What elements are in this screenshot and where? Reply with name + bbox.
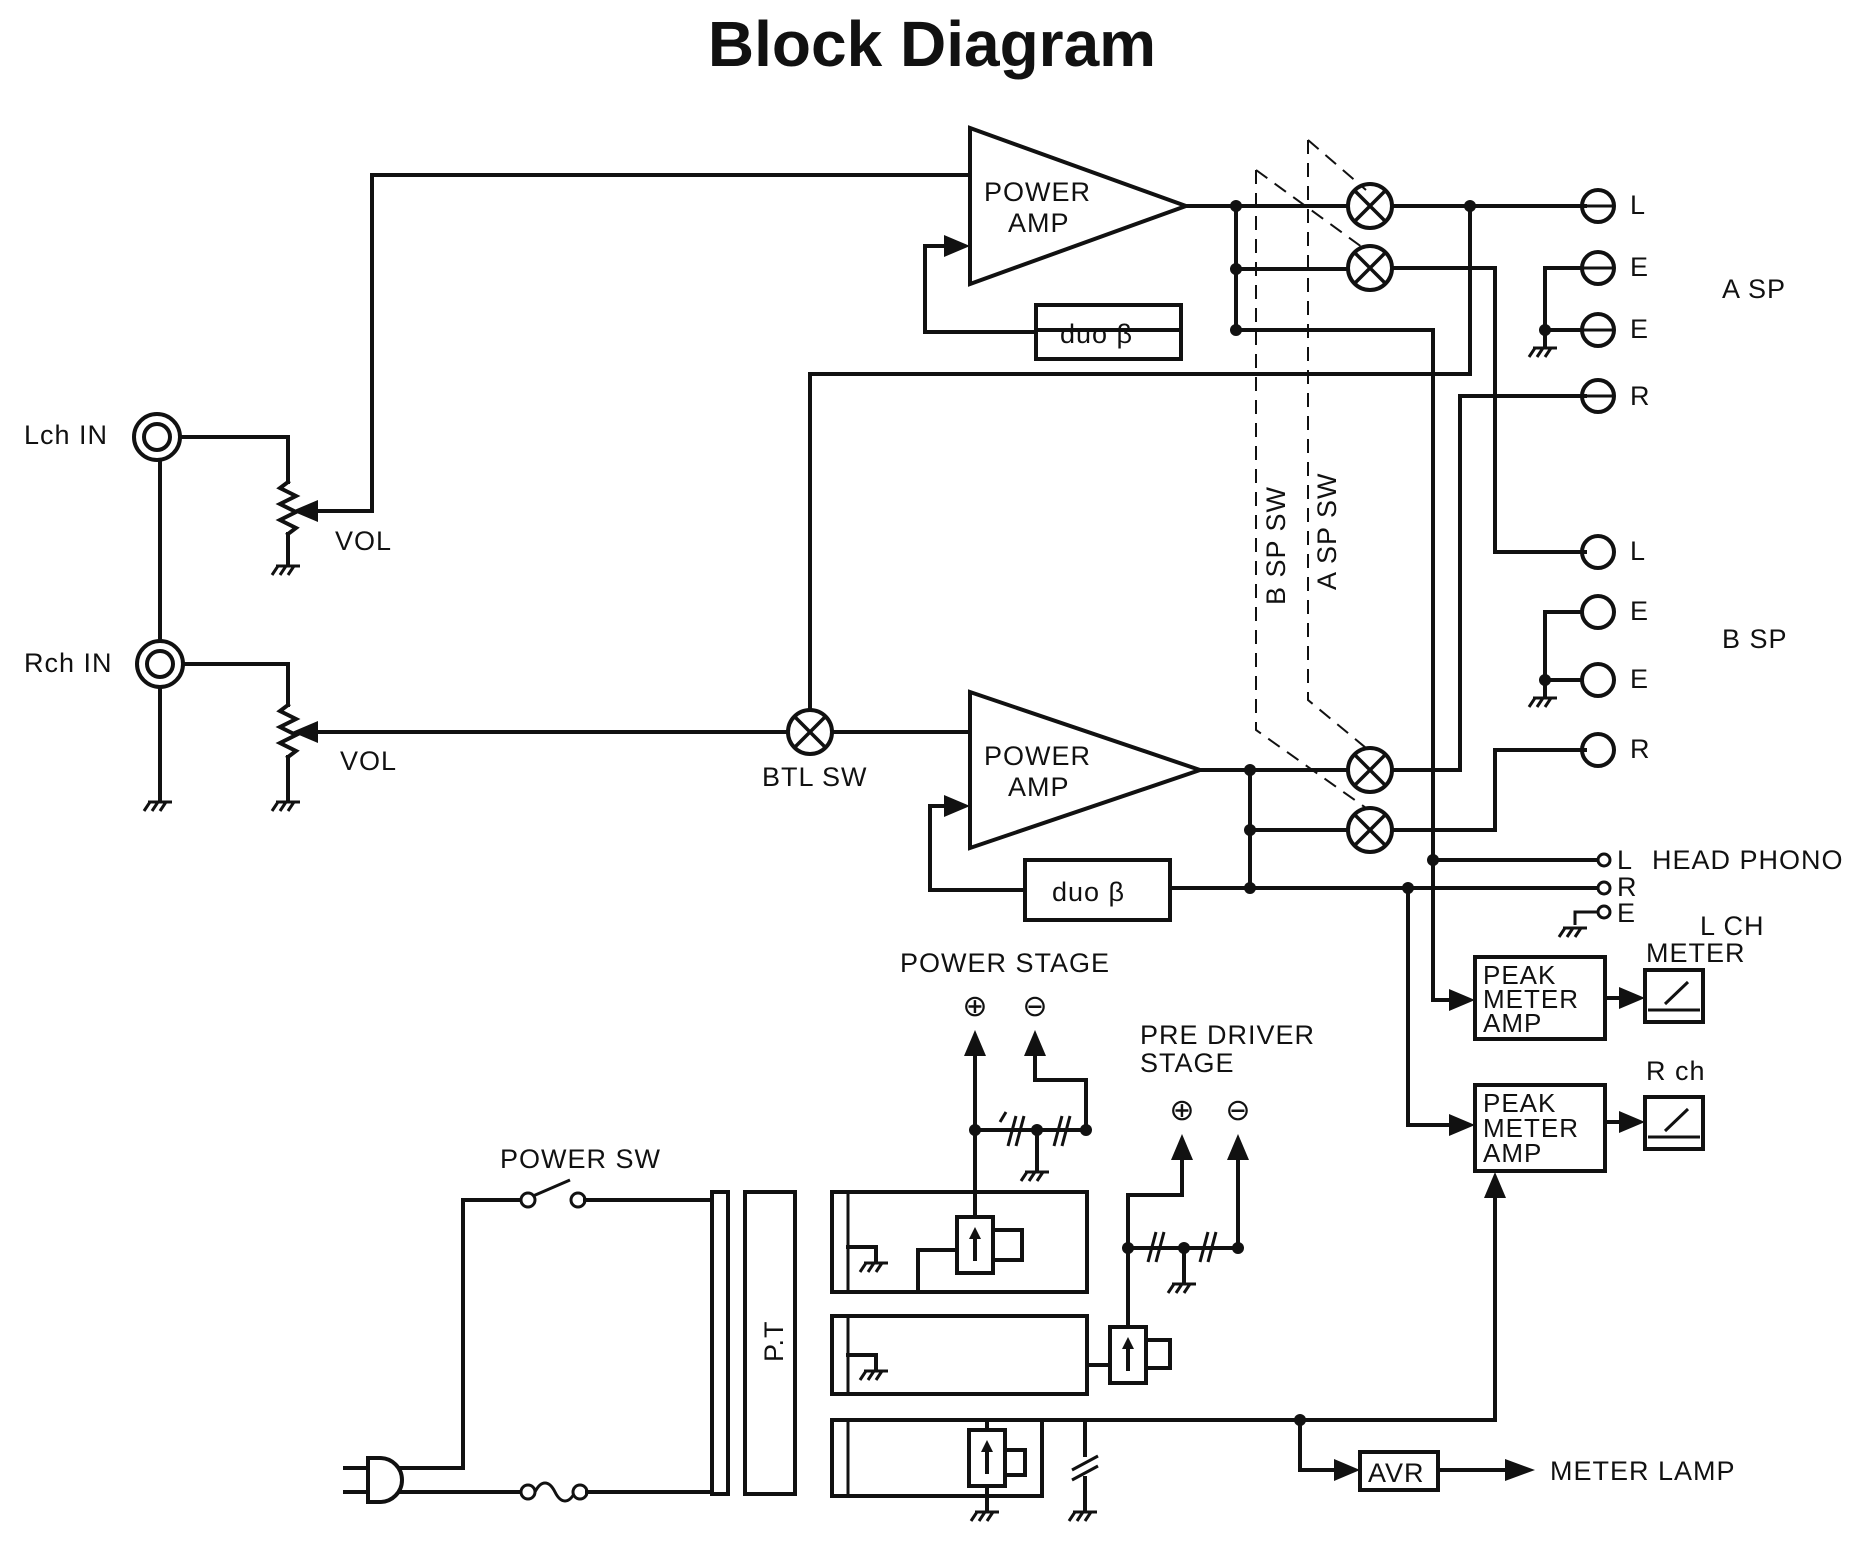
svg-text:AMP: AMP — [1008, 208, 1070, 238]
svg-text:E: E — [1630, 664, 1649, 694]
svg-text:R: R — [1630, 734, 1651, 764]
volume-pot-l — [275, 479, 301, 537]
r-ch-meter-label: R ch — [1646, 1056, 1706, 1086]
a-sp-relay-r — [1346, 746, 1394, 794]
peak-meter-amp-l: PEAK METER AMP — [1473, 955, 1607, 1041]
svg-text:PEAK: PEAK — [1483, 1088, 1556, 1118]
svg-text:L: L — [1630, 190, 1646, 220]
power-stage-rectifier — [830, 1190, 1089, 1294]
a-sp-sw-label: A SP SW — [1312, 472, 1342, 590]
b-sp-sw-label: B SP SW — [1261, 486, 1291, 605]
pre-driver-label-2: STAGE — [1140, 1048, 1235, 1078]
regulator-icon — [955, 1215, 995, 1275]
a-sp-terminals — [1580, 188, 1616, 414]
peak-meter-amp-r: PEAK METER AMP — [1473, 1083, 1607, 1173]
transformer-primary — [710, 1190, 730, 1496]
l-ch-meter-icon — [1643, 968, 1705, 1024]
l-ch-meter-label-2: METER — [1646, 938, 1746, 968]
rch-in-jack — [135, 639, 185, 689]
a-sp-label: A SP — [1722, 274, 1786, 304]
vol-l-label: VOL — [335, 526, 392, 556]
svg-text:AMP: AMP — [1008, 772, 1070, 802]
regulator-icon — [967, 1428, 1007, 1488]
power-amp-top: POWER AMP — [968, 125, 1192, 287]
svg-text:POWER: POWER — [984, 177, 1091, 207]
btl-switch-icon — [786, 708, 834, 756]
svg-text:L: L — [1617, 845, 1633, 875]
svg-text:E: E — [1630, 596, 1649, 626]
svg-text:AMP: AMP — [1483, 1138, 1542, 1168]
pre-driver-rectifier — [830, 1314, 1089, 1396]
lch-in-jack — [132, 412, 182, 462]
fuse-icon — [519, 1483, 537, 1501]
svg-text:E: E — [1630, 252, 1649, 282]
volume-pot-r — [275, 702, 301, 760]
svg-text:AVR: AVR — [1368, 1458, 1425, 1488]
svg-text:duo β: duo β — [1052, 877, 1125, 907]
power-amp-bottom: POWER AMP — [968, 689, 1207, 851]
svg-text:PEAK: PEAK — [1483, 960, 1556, 990]
meter-lamp-label: METER LAMP — [1550, 1456, 1736, 1486]
vol-r-label: VOL — [340, 746, 397, 776]
svg-text:POWER: POWER — [984, 741, 1091, 771]
ground-icon — [142, 800, 174, 813]
plus-icon: ⊕ — [962, 990, 987, 1023]
svg-text:AMP: AMP — [1483, 1008, 1542, 1038]
b-sp-label: B SP — [1722, 624, 1788, 654]
head-phono-jack — [1596, 852, 1612, 920]
svg-text:L: L — [1630, 536, 1646, 566]
regulator-icon — [1108, 1325, 1148, 1385]
pre-driver-label-1: PRE DRIVER — [1140, 1020, 1315, 1050]
b-sp-relay-l — [1346, 244, 1394, 292]
svg-text:METER: METER — [1483, 984, 1579, 1014]
power-sw-label: POWER SW — [500, 1144, 661, 1174]
power-switch-icon — [519, 1191, 537, 1209]
btl-sw-label: BTL SW — [762, 762, 868, 792]
transformer-core — [743, 1190, 797, 1496]
r-ch-meter-icon — [1643, 1095, 1705, 1151]
b-sp-relay-r — [1346, 806, 1394, 854]
b-sp-terminals — [1580, 534, 1616, 768]
a-sp-relay-l — [1346, 182, 1394, 230]
rch-in-label: Rch IN — [24, 648, 113, 678]
power-stage-label: POWER STAGE — [900, 948, 1110, 978]
svg-text:E: E — [1630, 314, 1649, 344]
avr-rectifier — [830, 1418, 1044, 1498]
svg-text:duo β: duo β — [1060, 319, 1133, 349]
transformer-label: P.T — [759, 1320, 789, 1362]
head-phono-label: HEAD PHONO — [1652, 845, 1844, 875]
minus-icon: ⊖ — [1225, 1094, 1250, 1127]
ac-plug-icon — [343, 1456, 404, 1504]
svg-text:E: E — [1617, 898, 1636, 928]
lch-in-label: Lch IN — [24, 420, 108, 450]
svg-text:R: R — [1630, 381, 1651, 411]
svg-text:R: R — [1617, 872, 1638, 902]
page-title: Block Diagram — [708, 8, 1156, 80]
minus-icon: ⊖ — [1022, 990, 1047, 1023]
l-ch-meter-label-1: L CH — [1700, 911, 1765, 941]
svg-text:METER: METER — [1483, 1113, 1579, 1143]
a-sp-switch-link — [1307, 140, 1367, 749]
plus-icon: ⊕ — [1169, 1094, 1194, 1127]
b-sp-switch-link — [1255, 170, 1367, 809]
